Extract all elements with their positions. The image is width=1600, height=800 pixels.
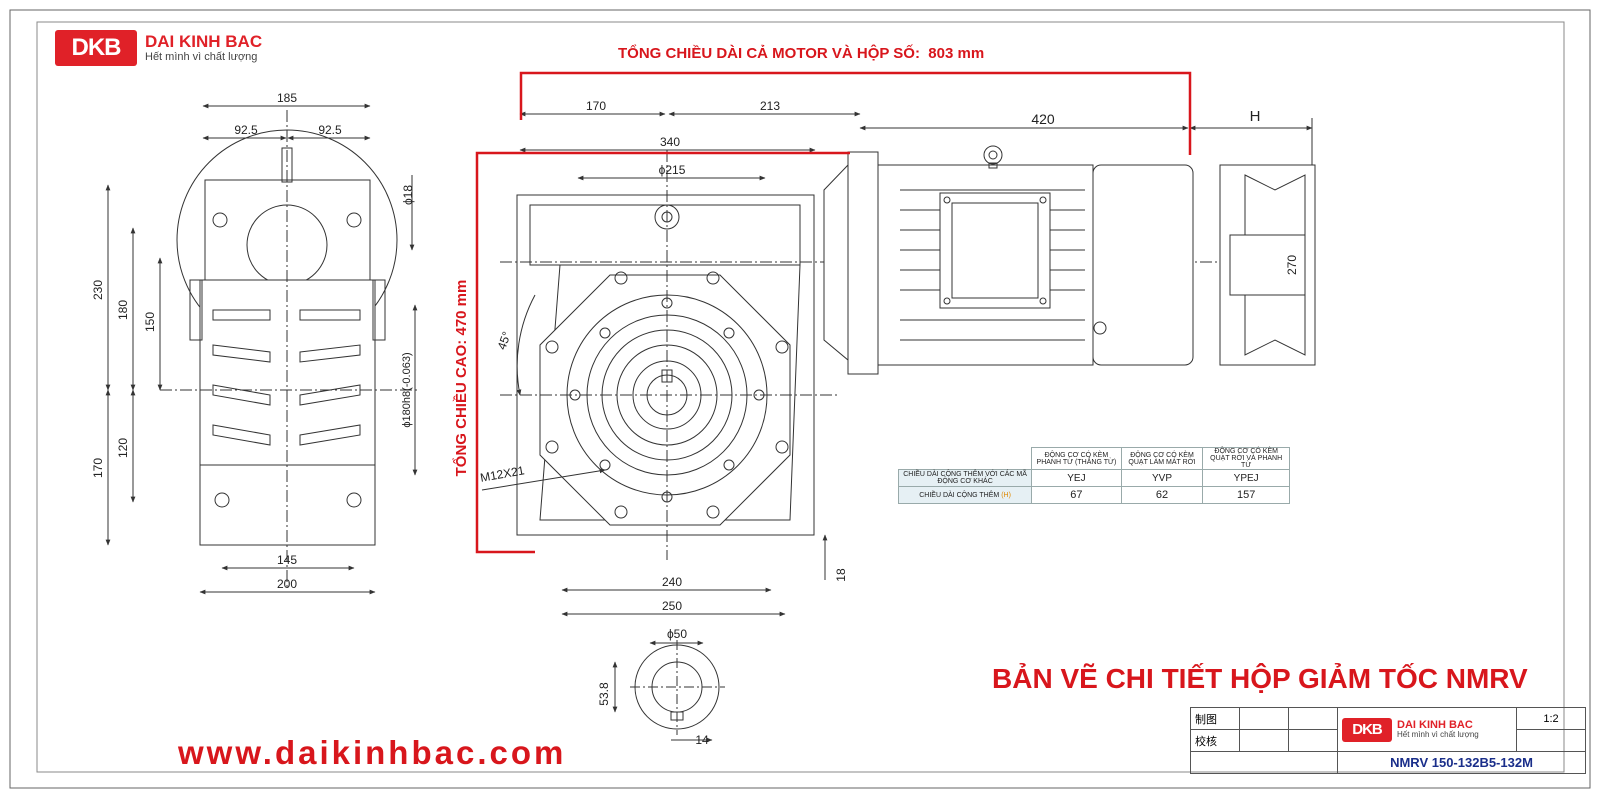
- table-cell: 62: [1120, 486, 1204, 504]
- dim-170-front: 170: [586, 99, 606, 113]
- brand-name: DAI KINH BAC: [145, 31, 263, 51]
- table-cell: YVP: [1120, 469, 1204, 487]
- dim-420: 420: [1031, 111, 1055, 127]
- dim-92-5-left: 92.5: [234, 123, 258, 137]
- dim-230: 230: [91, 280, 105, 300]
- table-corner: [899, 448, 1032, 470]
- dim-240: 240: [662, 575, 682, 589]
- drawn-label: 制图: [1190, 707, 1240, 730]
- dim-185: 185: [277, 91, 297, 105]
- checked-value: [1239, 729, 1289, 752]
- dim-180: 180: [116, 300, 130, 320]
- dim-120: 120: [116, 438, 130, 458]
- drawn-date: [1288, 707, 1338, 730]
- dim-14: 14: [695, 733, 709, 747]
- table-cell: YEJ: [1031, 469, 1122, 487]
- small-brand-name: DAI KINH BAC: [1397, 719, 1473, 732]
- value-label-suffix: (H): [1001, 491, 1011, 499]
- dim-170-side: 170: [91, 458, 105, 478]
- scale-blank: [1516, 729, 1586, 752]
- checked-label: 校核: [1190, 729, 1240, 752]
- dim-213: 213: [760, 99, 780, 113]
- dim-270: 270: [1285, 255, 1299, 275]
- dim-shaft-tolerance: ϕ180h8(-0.063): [401, 352, 413, 427]
- total-length-label: TỔNG CHIỀU DÀI CẢ MOTOR VÀ HỘP SỐ: 803 m…: [618, 45, 985, 62]
- value-label: CHIỀU DÀI CỘNG THÊM: [919, 491, 1000, 499]
- inner-border: [36, 21, 1565, 773]
- additional-length-table: ĐỘNG CƠ CÓ KÈM PHANH TỪ (THẮNG TỪ) ĐỘNG …: [897, 447, 1290, 504]
- shaft-detail: [612, 640, 725, 743]
- logo-mark: DKB: [55, 30, 137, 66]
- table-cell: 67: [1031, 486, 1122, 504]
- dim-250: 250: [662, 599, 682, 613]
- title-block-blank: [1190, 751, 1338, 774]
- dim-18: 18: [834, 568, 848, 582]
- total-height-label: TỔNG CHIỀU CAO: 470 mm: [452, 280, 470, 477]
- dim-phi18: ϕ18: [401, 185, 415, 205]
- drawn-value: [1239, 707, 1289, 730]
- small-brand-slogan: Hết mình vì chất lượng: [1397, 730, 1479, 740]
- brand-slogan: Hết mình vì chất lượng: [145, 51, 258, 64]
- table-cell: YPEJ: [1202, 469, 1290, 487]
- overall-dimension-lines: [475, 71, 1192, 554]
- dim-92-5-right: 92.5: [318, 123, 342, 137]
- title-block: 制图 DKB DAI KINH BAC Hết mình vì chất lượ…: [1190, 707, 1586, 774]
- table-row-label: CHIỀU DÀI CỘNG THÊM (H): [897, 486, 1033, 504]
- dim-150: 150: [143, 312, 157, 332]
- small-logo-mark: DKB: [1342, 717, 1392, 742]
- dim-h: H: [1250, 108, 1261, 125]
- table-row-label: CHIỀU DÀI CỘNG THÊM VỚI CÁC MÃ ĐỘNG CƠ K…: [897, 469, 1033, 487]
- dim-200: 200: [277, 577, 297, 591]
- brand-logo: DKB DAI KINH BAC Hết mình vì chất lượng: [55, 30, 262, 66]
- table-header: ĐỘNG CƠ CÓ KÈM PHANH TỪ (THẮNG TỪ): [1031, 447, 1122, 470]
- front-view: [481, 111, 1310, 617]
- dim-53-8: 53.8: [597, 682, 611, 706]
- table-header: ĐỘNG CƠ CÓ KÈM QUẠT RỜI VÀ PHANH TỪ: [1202, 447, 1290, 470]
- drawing-title: BẢN VẼ CHI TIẾT HỘP GIẢM TỐC NMRV: [992, 663, 1528, 694]
- dim-340: 340: [660, 135, 680, 149]
- side-view: [105, 103, 420, 595]
- model-number: NMRV 150-132B5-132M: [1337, 751, 1586, 774]
- website-link[interactable]: www.daikinhbac.com: [178, 734, 567, 771]
- scale-value: 1:2: [1516, 707, 1586, 730]
- table-cell: 157: [1202, 486, 1290, 504]
- outer-border: [9, 9, 1591, 789]
- dim-145: 145: [277, 553, 297, 567]
- motor-view: [823, 118, 1316, 375]
- title-block-logo-cell: DKB DAI KINH BAC Hết mình vì chất lượng: [1337, 707, 1517, 752]
- dim-45-deg: 45°: [495, 330, 514, 352]
- table-header: ĐỘNG CƠ CÓ KÈM QUẠT LÀM MÁT RỜI: [1120, 447, 1204, 470]
- checked-date: [1288, 729, 1338, 752]
- dim-phi50: ϕ50: [667, 627, 687, 641]
- dim-phi215: ϕ215: [659, 163, 686, 177]
